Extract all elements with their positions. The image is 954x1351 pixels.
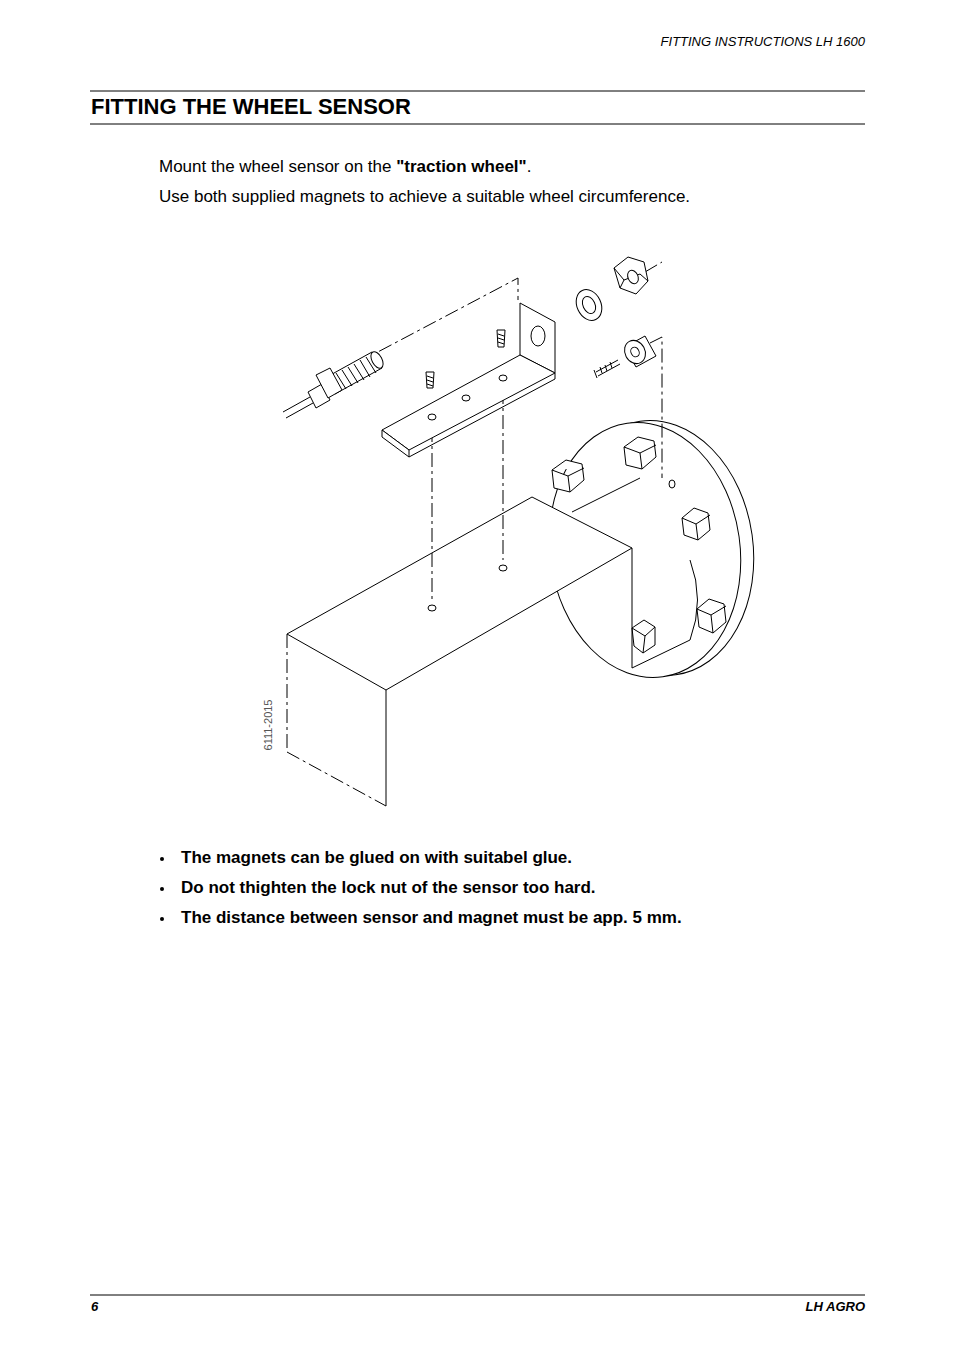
sensor-bracket (382, 303, 555, 457)
instruction-text: . (527, 157, 532, 176)
rule-line (90, 1295, 865, 1296)
bullet-note: The distance between sensor and magnet m… (181, 908, 682, 928)
page-footer: LH AGRO (806, 1299, 865, 1314)
hub-cylinder (572, 478, 698, 668)
rule-line (90, 91, 865, 92)
instruction-text: Mount the wheel sensor on the (159, 157, 391, 176)
bullet-note: The magnets can be glued on with suitabe… (181, 848, 572, 868)
bullet-dots (160, 857, 164, 921)
rule-line (90, 124, 865, 125)
axle-tube (287, 497, 632, 806)
washer-nut (571, 257, 648, 325)
page-header: FITTING INSTRUCTIONS LH 1600 (661, 34, 865, 49)
magnet-hole (669, 480, 675, 488)
magnet (621, 336, 656, 367)
section-title: FITTING THE WHEEL SENSOR (91, 94, 411, 120)
bold-term: "traction wheel" (396, 157, 526, 176)
wheel-sensor (283, 350, 386, 418)
bullet-note: Do not thighten the lock nut of the sens… (181, 878, 596, 898)
screws (426, 330, 620, 388)
instruction-text: Use both supplied magnets to achieve a s… (159, 187, 690, 207)
drawing-number: 6111-2015 (262, 700, 274, 751)
instruction-line: Mount the wheel sensor on the "traction w… (159, 157, 531, 177)
page-number: 6 (91, 1299, 98, 1314)
assembly-lines (357, 262, 662, 600)
